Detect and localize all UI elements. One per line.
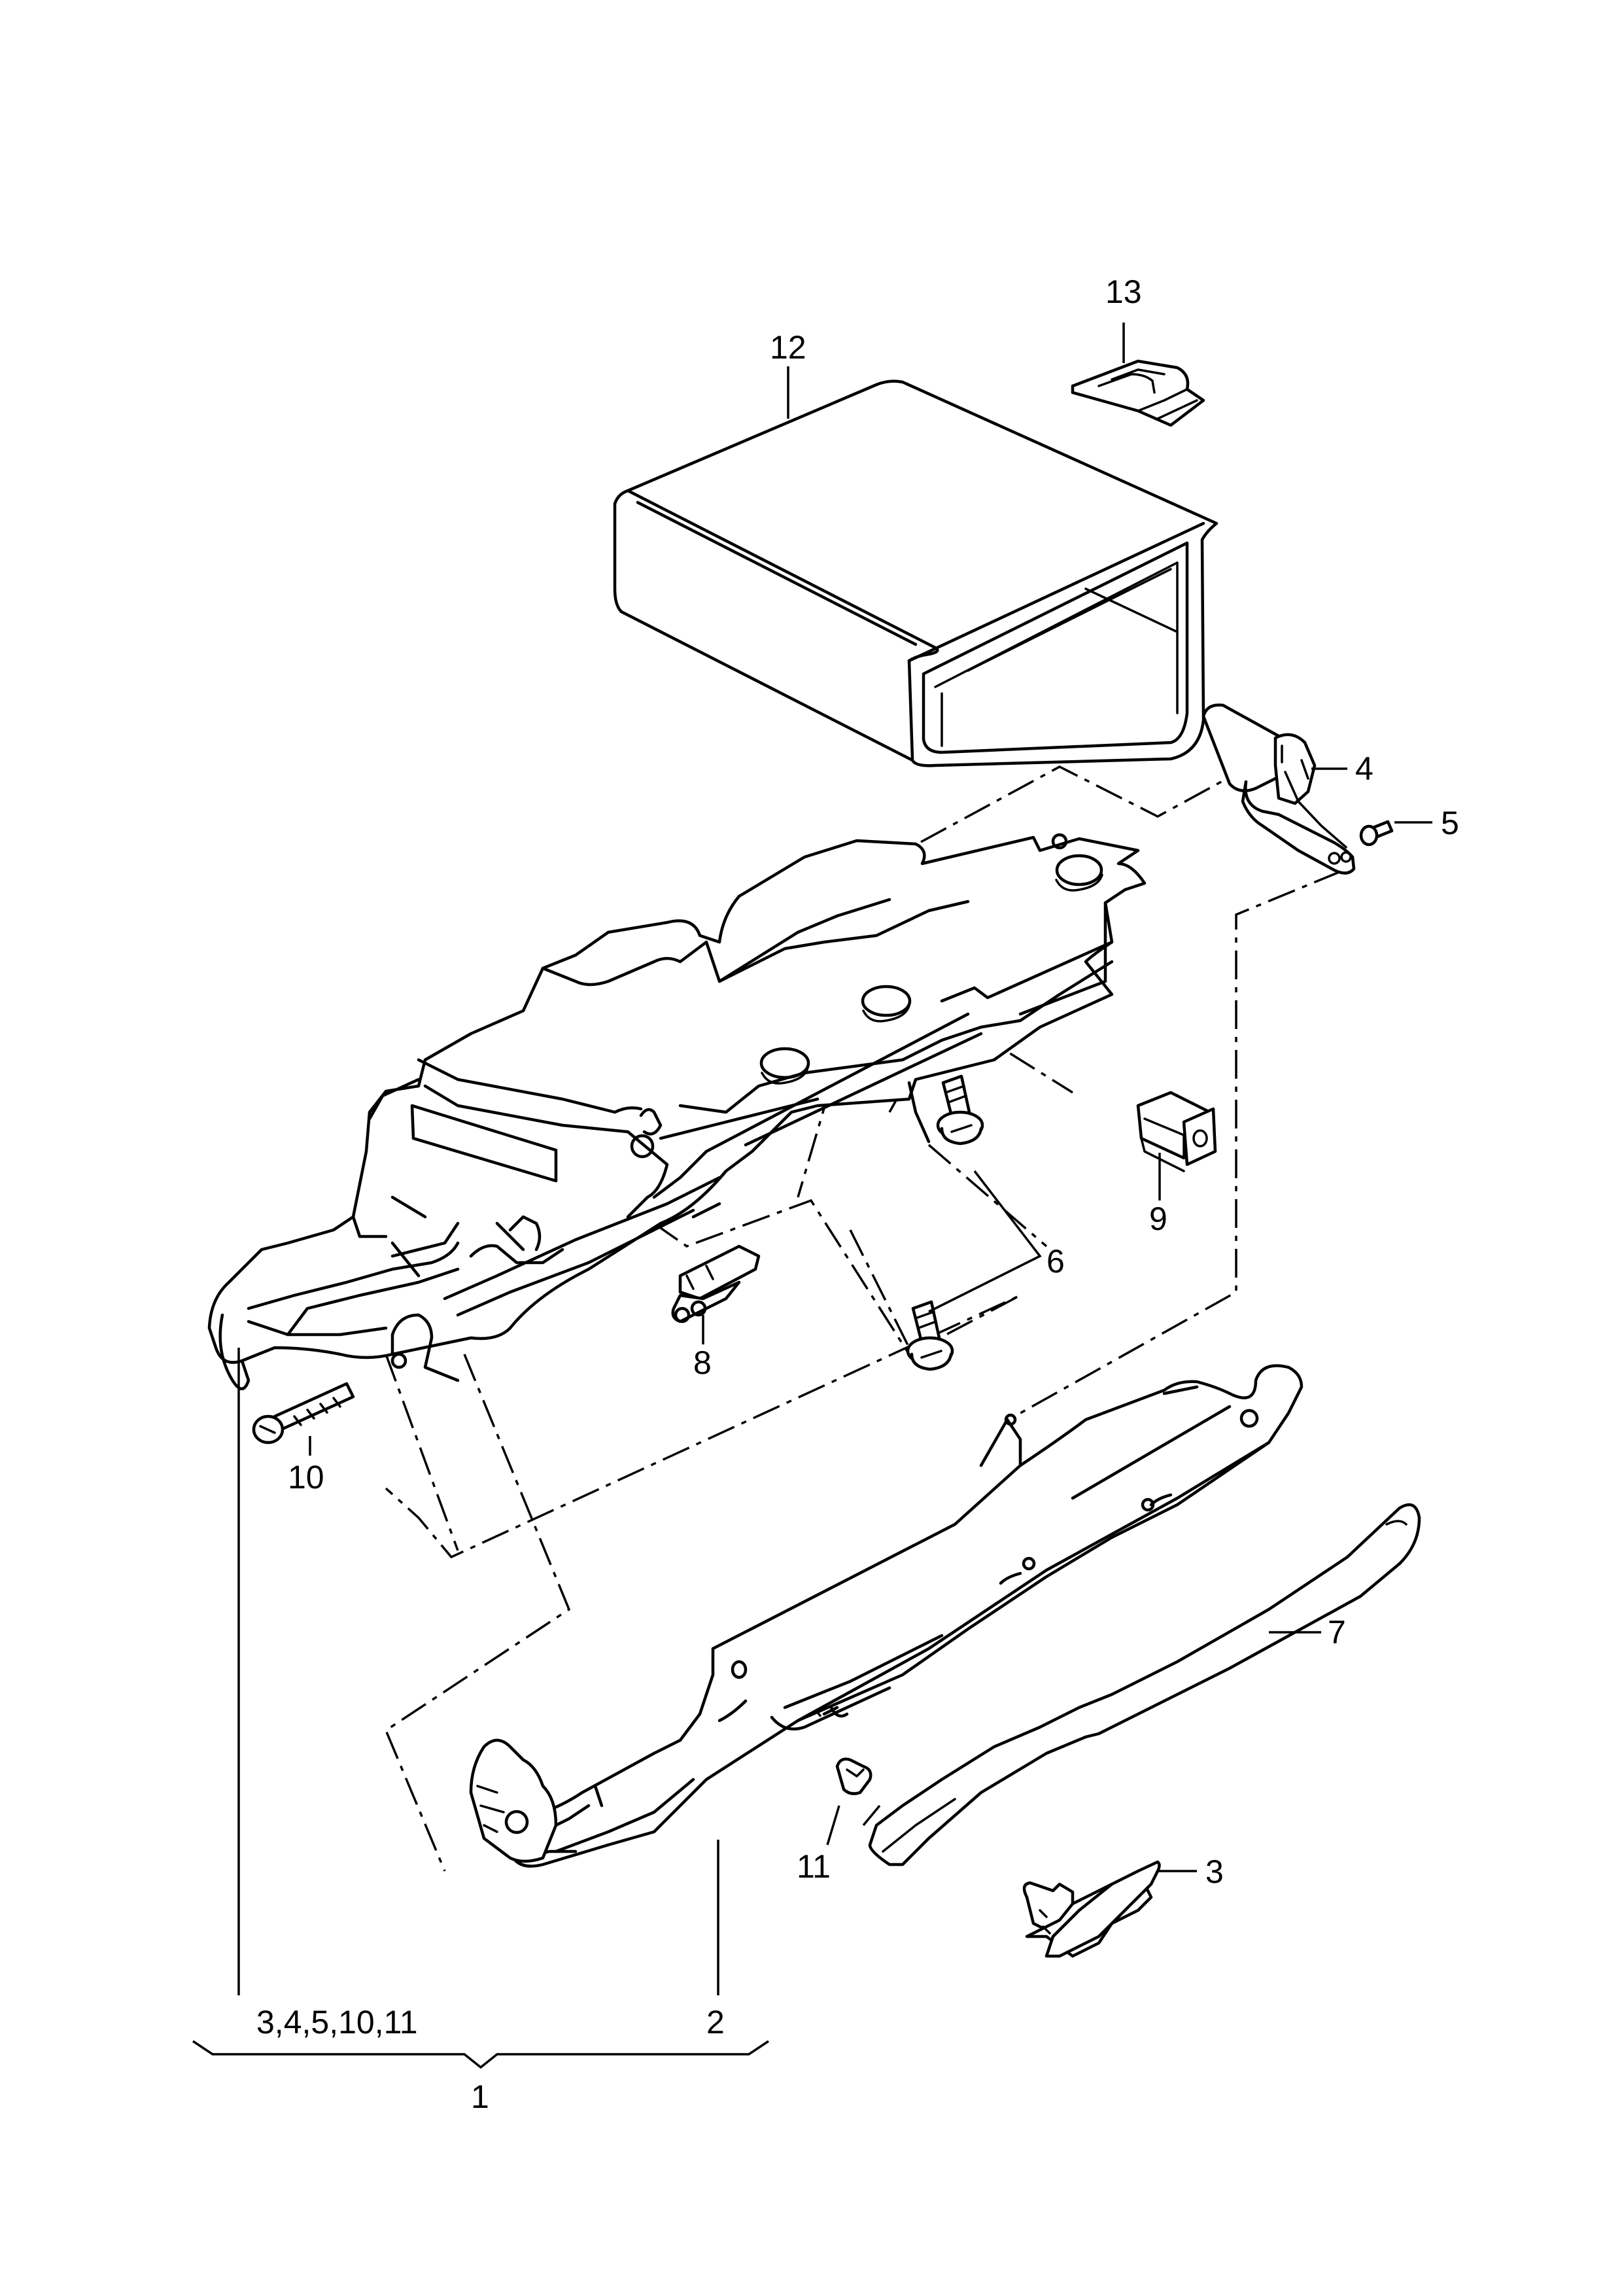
part-3-handle: [1022, 1860, 1161, 1958]
callout-2: 2: [706, 2004, 725, 2041]
callout-6: 6: [1046, 1243, 1065, 1280]
callout-3: 3: [1205, 1853, 1224, 1890]
part-10-long-screw: [252, 1382, 355, 1445]
callout-1: 1: [471, 2078, 489, 2115]
callout-12: 12: [770, 329, 806, 366]
assembly-bracket: [192, 2040, 769, 2069]
part-4-latch-actuator: [1201, 703, 1356, 875]
callout-8: 8: [693, 1344, 712, 1381]
part-9-switch: [1136, 1091, 1217, 1172]
leader-lines: [237, 323, 1432, 1995]
part-5-screw: [1359, 820, 1394, 847]
glovebox-housing: [207, 833, 1147, 1390]
callout-4: 4: [1355, 750, 1373, 787]
part-13-clip: [1071, 359, 1205, 427]
part-12-storage-box: [613, 379, 1218, 767]
assembly-lines: [384, 765, 1341, 1872]
callout-10: 10: [288, 1459, 324, 1496]
part-6-bolt-upper: [936, 1074, 984, 1146]
callout-5: 5: [1441, 805, 1459, 841]
callout-group: 3,4,5,10,11: [256, 2004, 418, 2041]
callouts: 12 13 4 5 6 9 8 10 7 11 3 2 3,4,5,10,11 …: [256, 273, 1459, 2115]
part-7-trim-strip: [868, 1503, 1421, 1866]
part-11-clip: [835, 1757, 872, 1795]
callout-7: 7: [1328, 1614, 1346, 1651]
callout-13: 13: [1105, 273, 1142, 310]
callout-11: 11: [797, 1848, 831, 1885]
part-6-bolt-lower: [906, 1300, 954, 1371]
part-2-glovebox-lid: [469, 1364, 1304, 1868]
part-8-hinge-bracket: [671, 1244, 761, 1323]
callout-9: 9: [1149, 1200, 1167, 1237]
